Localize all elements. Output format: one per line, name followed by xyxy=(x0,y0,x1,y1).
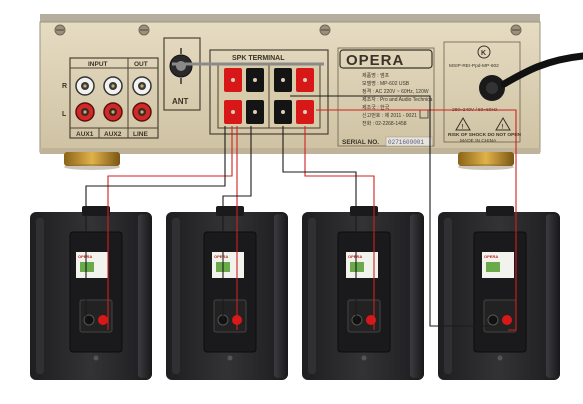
aux2-label: AUX2 xyxy=(104,131,122,138)
serial-label: SERIAL NO. xyxy=(342,139,379,146)
warning-icon: ! xyxy=(495,117,511,131)
speaker-input-terminals[interactable] xyxy=(213,299,247,333)
product-sticker: OPERA xyxy=(76,252,108,278)
speaker-2: OPERA xyxy=(166,206,288,380)
sticker-brand: OPERA xyxy=(348,254,362,259)
power-cord xyxy=(500,52,583,88)
svg-text:!: ! xyxy=(462,125,464,131)
brand-logo: OPERA xyxy=(346,52,404,69)
sticker-brand: OPERA xyxy=(78,254,92,259)
speaker-1: OPERA xyxy=(30,206,152,380)
out-label: OUT xyxy=(134,61,148,68)
rca-jack-r-line[interactable] xyxy=(132,76,152,96)
speaker-rear-recess xyxy=(473,231,527,353)
brand-logo-frame xyxy=(339,49,433,69)
sticker-brand: OPERA xyxy=(484,254,498,259)
svg-text:K: K xyxy=(481,50,486,57)
wire-red xyxy=(304,126,375,330)
input-label: INPUT xyxy=(88,61,108,68)
serial-value: 0271609001 xyxy=(388,139,424,146)
channel-l-label: L xyxy=(62,111,67,118)
rca-jack-r-aux2[interactable] xyxy=(103,76,123,96)
amp-chassis-top xyxy=(40,14,540,24)
power-cord-socket xyxy=(479,75,505,101)
product-sticker: OPERA xyxy=(482,252,514,278)
speakers: OPERA OPERA xyxy=(30,206,560,380)
spec-line: 신고번호 : 제 2011 - 0021 xyxy=(362,112,417,119)
spec-line: 제품명 : 앰프 xyxy=(362,72,390,79)
rca-input-block: INPUT OUT R L AUX1 AUX2 LINE xyxy=(62,57,159,139)
screw-icon xyxy=(510,24,522,36)
wire-red xyxy=(107,126,233,330)
ant-label: ANT xyxy=(172,97,189,106)
kc-code: MSIP-REI-Ppd-MP-602 xyxy=(449,63,499,69)
made-in-text: MADE IN CHINA xyxy=(460,138,497,144)
speaker-rear-recess xyxy=(69,231,123,353)
rca-jack-l-aux2[interactable] xyxy=(103,102,123,122)
amplifier: INPUT OUT R L AUX1 AUX2 LINE ANT SPK TER… xyxy=(39,14,583,170)
serial-sticker xyxy=(385,136,433,147)
screw-icon xyxy=(138,24,150,36)
product-sticker: OPERA xyxy=(212,252,244,278)
kc-mark-icon: K xyxy=(477,45,491,59)
rca-jack-l-aux1[interactable] xyxy=(75,102,95,122)
amp-foot-left xyxy=(64,152,120,166)
wire-black xyxy=(222,126,252,320)
speaker-rear-recess xyxy=(203,231,257,353)
line-label: LINE xyxy=(133,131,148,138)
amp-foot-right xyxy=(458,152,514,166)
speaker-wires xyxy=(85,95,517,331)
screw-icon xyxy=(54,24,66,36)
spec-line: 제조자 : Pro and Audio Technica xyxy=(362,96,433,103)
screw-icon xyxy=(319,24,331,36)
warning-icon: ! xyxy=(455,117,471,131)
speaker-4: OPERA xyxy=(438,206,560,380)
wire-black xyxy=(282,126,357,320)
wire-black xyxy=(85,126,226,320)
spec-line: 제조국 : 한국 xyxy=(362,104,390,111)
speaker-input-terminals[interactable] xyxy=(347,299,381,333)
spec-line: 모델명 : MP-602 USB xyxy=(362,80,410,87)
spk-terminal-label: SPK TERMINAL xyxy=(232,55,285,62)
wire-red xyxy=(316,109,517,331)
spec-line: 정격 : AC 220V ~ 60Hz, 120W xyxy=(362,88,429,95)
speaker-3: OPERA xyxy=(302,206,424,380)
speaker-input-terminals[interactable] xyxy=(483,299,517,333)
antenna-terminal[interactable]: ANT xyxy=(163,37,201,111)
sticker-brand: OPERA xyxy=(214,254,228,259)
svg-text:!: ! xyxy=(502,125,504,131)
spec-line: 전화 : 02-2268-1458 xyxy=(362,120,407,127)
amp-bottom-lip xyxy=(40,148,540,154)
product-sticker: OPERA xyxy=(346,252,378,278)
aux1-label: AUX1 xyxy=(76,131,94,138)
warning-text: RISK OF SHOCK DO NOT OPEN xyxy=(448,132,522,138)
rca-jack-r-aux1[interactable] xyxy=(75,76,95,96)
rca-jack-l-line[interactable] xyxy=(132,102,152,122)
wire-black xyxy=(290,95,494,327)
speaker-rear-recess xyxy=(337,231,391,353)
spec-label-block: OPERA 제품명 : 앰프 모델명 : MP-602 USB 정격 : AC … xyxy=(337,47,435,147)
channel-r-label: R xyxy=(62,83,67,90)
spec-lines: 제품명 : 앰프 모델명 : MP-602 USB 정격 : AC 220V ~… xyxy=(362,72,433,127)
speaker-input-terminals[interactable] xyxy=(79,299,113,333)
